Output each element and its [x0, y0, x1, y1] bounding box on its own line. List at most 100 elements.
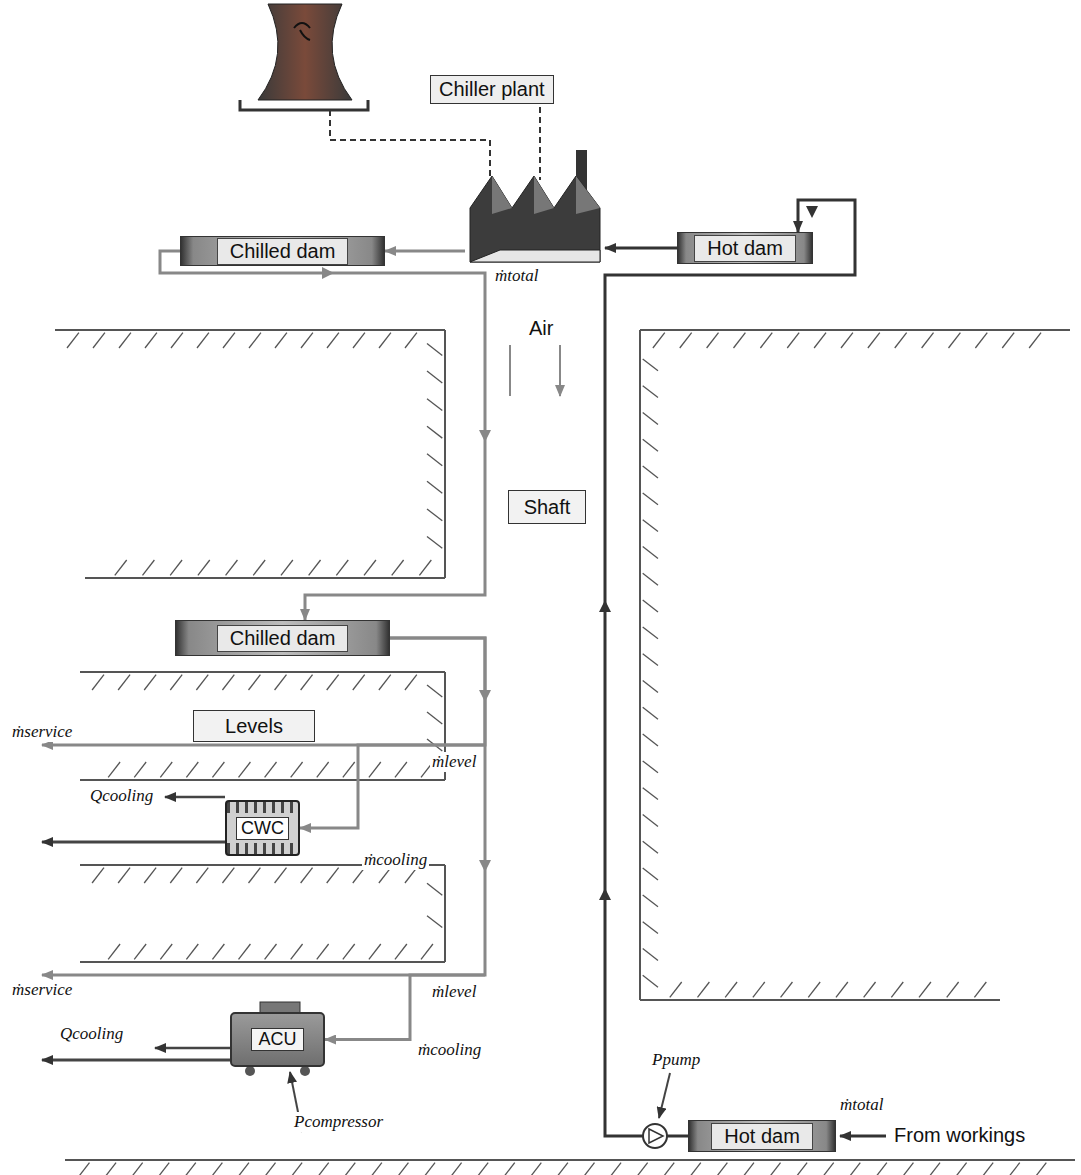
- drawing-line: [291, 944, 303, 959]
- chilled-water-pipe: [160, 251, 485, 620]
- drawing-line: [643, 841, 658, 853]
- drawing-line: [171, 333, 183, 348]
- drawing-line: [239, 944, 251, 959]
- drawing-line: [196, 868, 208, 883]
- drawing-line: [353, 675, 365, 690]
- drawing-line: [643, 868, 658, 880]
- drawing-path: [840, 1135, 886, 1138]
- drawing-path: [510, 345, 560, 396]
- drawing-line: [715, 1163, 727, 1175]
- drawing-path: [330, 110, 490, 182]
- drawing-g: [55, 330, 1075, 1175]
- drawing-line: [275, 868, 287, 883]
- drawing-line: [327, 868, 339, 883]
- hot-water-pipe: [605, 247, 677, 250]
- drawing-line: [142, 560, 154, 575]
- drawing-line: [503, 1163, 515, 1175]
- drawing-line: [197, 333, 209, 348]
- drawing-line: [643, 600, 658, 612]
- drawing-line: [427, 916, 442, 928]
- drawing-line: [65, 1159, 1075, 1161]
- flow-symbol-label: Ppump: [650, 1050, 702, 1070]
- drawing-line: [118, 675, 130, 690]
- drawing-line: [301, 333, 313, 348]
- drawing-line: [643, 466, 658, 478]
- drawing-line: [444, 330, 446, 578]
- drawing-line: [186, 944, 198, 959]
- levels-box: Levels: [193, 710, 315, 742]
- drawing-line: [336, 560, 348, 575]
- drawing-line: [222, 868, 234, 883]
- drawing-line: [848, 1163, 860, 1175]
- hot-dam: Hot dam: [677, 232, 813, 264]
- drawing-line: [1008, 1163, 1020, 1175]
- drawing-line: [237, 1163, 249, 1175]
- drawing-line: [680, 333, 692, 348]
- drawing-line: [369, 944, 381, 959]
- drawing-line: [370, 1163, 382, 1175]
- node-label: Hot dam: [711, 1123, 813, 1150]
- drawing-line: [928, 1163, 940, 1175]
- flow-symbol-label: Qcooling: [58, 1024, 125, 1044]
- drawing-line: [643, 949, 658, 961]
- drawing-line: [427, 426, 442, 438]
- drawing-line: [104, 1163, 116, 1175]
- drawing-line: [80, 961, 445, 963]
- drawing-line: [1029, 333, 1041, 348]
- drawing-circle: [643, 1124, 667, 1148]
- chilled-water-pipe: [385, 250, 465, 253]
- drawing-line: [395, 762, 407, 777]
- drawing-path: [539, 107, 541, 180]
- drawing-line: [643, 734, 658, 746]
- drawing-line: [353, 333, 365, 348]
- drawing-line: [814, 333, 826, 348]
- drawing-line: [144, 868, 156, 883]
- drawing-line: [643, 788, 658, 800]
- drawing-line: [1002, 333, 1014, 348]
- drawing-line: [787, 333, 799, 348]
- drawing-line: [327, 333, 339, 348]
- drawing-line: [643, 439, 658, 451]
- flow-symbol-label: ṁcooling: [416, 1040, 483, 1060]
- drawing-line: [643, 573, 658, 585]
- drawing-line: [725, 982, 737, 997]
- drawing-line: [949, 333, 961, 348]
- drawing-line: [160, 944, 172, 959]
- drawing-line: [643, 761, 658, 773]
- drawing-line: [395, 944, 407, 959]
- drawing-line: [444, 865, 446, 962]
- drawing-line: [643, 359, 658, 371]
- drawing-line: [301, 868, 313, 883]
- drawing-line: [93, 333, 105, 348]
- drawing-line: [226, 560, 238, 575]
- cooling-coil-unit: CWC: [225, 800, 300, 856]
- drawing-line: [427, 509, 442, 521]
- drawing-line: [80, 671, 445, 673]
- drawing-line: [118, 868, 130, 883]
- drawing-line: [265, 762, 277, 777]
- drawing-line: [609, 1163, 621, 1175]
- drawing-line: [290, 1163, 302, 1175]
- drawing-line: [405, 675, 417, 690]
- drawing-path: [240, 100, 368, 110]
- drawing-line: [643, 815, 658, 827]
- drawing-line: [643, 975, 658, 987]
- drawing-line: [734, 333, 746, 348]
- flow-symbol-label: ṁtotal: [493, 266, 540, 286]
- node-label: Hot dam: [694, 235, 796, 262]
- drawing-path: [165, 796, 225, 799]
- node-label: Shaft: [524, 496, 571, 519]
- drawing-line: [653, 333, 665, 348]
- drawing-line: [795, 1163, 807, 1175]
- drawing-line: [364, 560, 376, 575]
- annotation-text: Air: [527, 318, 555, 338]
- drawing-line: [249, 333, 261, 348]
- drawing-line: [643, 547, 658, 559]
- drawing-line: [922, 333, 934, 348]
- drawing-line: [85, 577, 445, 579]
- drawing-line: [450, 1163, 462, 1175]
- drawing-line: [145, 333, 157, 348]
- node-label: ACU: [251, 1028, 303, 1051]
